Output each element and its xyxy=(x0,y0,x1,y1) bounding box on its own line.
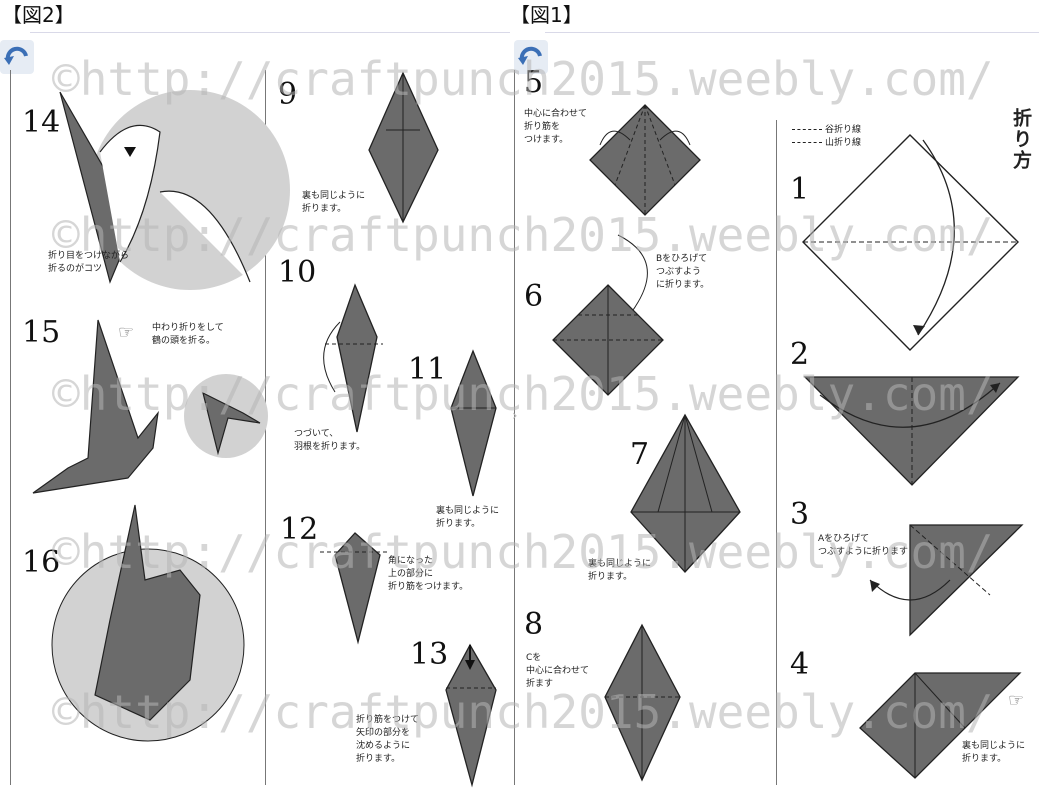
rotate-icon xyxy=(514,40,548,74)
step-9-note: 裏も同じように 折ります。 xyxy=(302,191,366,214)
step-1-diagram xyxy=(802,134,1019,351)
step-number: 16 xyxy=(22,545,61,580)
page-title: 折り方 xyxy=(1010,108,1032,171)
step-15-diagram xyxy=(32,319,268,494)
step-number: 4 xyxy=(790,647,810,682)
step-number: 6 xyxy=(524,279,544,314)
step-number: 8 xyxy=(524,607,544,642)
step-9-diagram xyxy=(368,71,439,224)
step-number: 13 xyxy=(410,637,449,672)
page-next-arrow[interactable]: › xyxy=(512,408,518,424)
step-12-note: 角になった 上の部分に 折り筋をつけます。 xyxy=(388,556,469,592)
step-14-note: 折り目をつけながら 折るのがコツ xyxy=(48,251,130,274)
step-10-diagram xyxy=(323,283,383,433)
step-number: 14 xyxy=(22,105,61,140)
step-13-diagram xyxy=(445,643,497,788)
legend-valley: 谷折り線 xyxy=(792,124,861,137)
step-3-note: Aをひろげて つぶすように折ります xyxy=(818,534,909,557)
step-number: 11 xyxy=(408,352,447,387)
step-number: 9 xyxy=(278,77,298,112)
step-12-diagram xyxy=(320,532,390,645)
fold-legend: 谷折り線 山折り線 xyxy=(792,124,861,150)
page-header-right: 【図1】 xyxy=(510,3,583,27)
step-14-diagram xyxy=(59,90,290,290)
header-divider-left xyxy=(30,32,510,33)
flip-hand-icon: ☞ xyxy=(1008,690,1025,711)
page-header-left: 【図2】 xyxy=(2,3,75,27)
step-13-note: 折り筋をつけて 矢印の部分を 沈めるように 折ります。 xyxy=(356,715,420,764)
step-number: 2 xyxy=(790,337,810,372)
step-number: 15 xyxy=(22,315,61,350)
step-number: 3 xyxy=(790,497,810,532)
step-2-diagram xyxy=(803,376,1020,486)
step-5-note: 中心に合わせて 折り筋を つけます。 xyxy=(524,109,588,145)
flip-hand-icon: ☞ xyxy=(118,322,135,343)
rotate-right-button[interactable] xyxy=(514,40,548,74)
column-divider xyxy=(514,70,515,785)
column-divider xyxy=(10,70,11,785)
header-divider-right xyxy=(545,32,1039,33)
step-11-diagram xyxy=(450,349,497,497)
step-4-note: 裏も同じように 折ります。 xyxy=(962,741,1026,764)
step-number: 5 xyxy=(524,65,544,100)
rotate-left-button[interactable] xyxy=(0,40,34,74)
legend-mountain: 山折り線 xyxy=(792,137,861,150)
step-number: 1 xyxy=(790,172,810,207)
step-number: 12 xyxy=(280,512,319,547)
rotate-icon xyxy=(0,40,34,74)
step-6-note: Bをひろげて つぶすよう に折ります。 xyxy=(656,254,710,290)
column-divider xyxy=(776,120,777,785)
step-6-diagram xyxy=(552,234,664,396)
step-15-note: 中わり折りをして 鶴の頭を折る。 xyxy=(152,323,224,346)
step-16-diagram xyxy=(51,504,245,742)
step-5-diagram xyxy=(589,104,701,216)
step-number: 10 xyxy=(278,255,317,290)
step-11-note: 裏も同じように 折ります。 xyxy=(436,506,500,529)
step-8-note: Cを 中心に合わせて 折ます xyxy=(526,653,590,689)
step-3-diagram xyxy=(869,524,1024,637)
step-7-diagram xyxy=(630,413,741,573)
step-8-diagram xyxy=(604,623,681,782)
step-4-diagram xyxy=(859,672,1022,779)
step-7-note: 裏も同じように 折ります。 xyxy=(588,559,652,582)
step-10-note: つづいて、 羽根を折ります。 xyxy=(294,429,366,452)
step-number: 7 xyxy=(630,437,650,472)
